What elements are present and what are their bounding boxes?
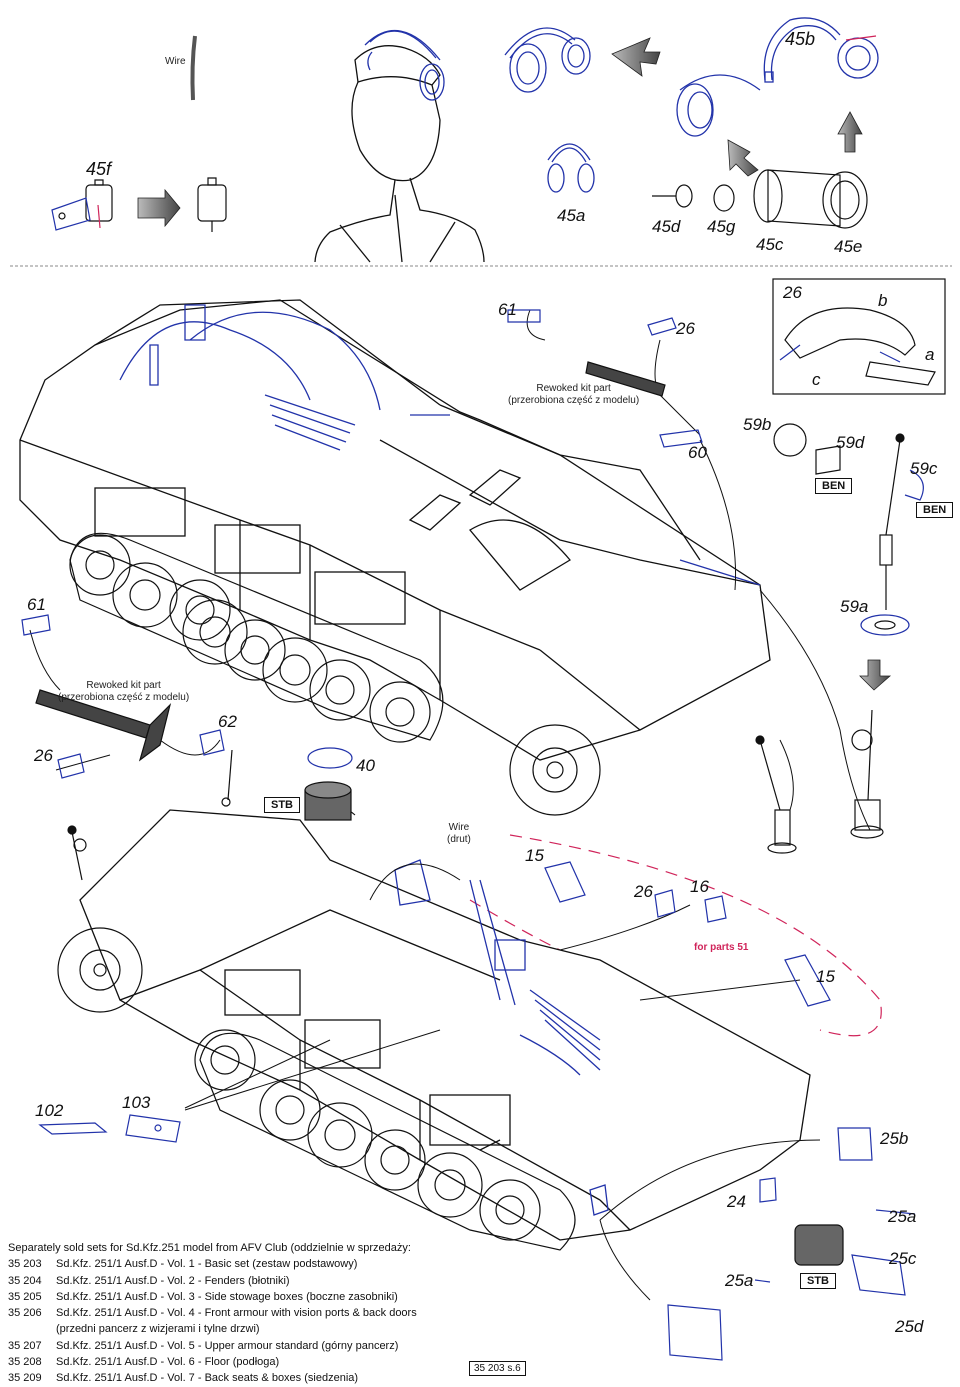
arrow-59a bbox=[859, 659, 892, 691]
parts-25 bbox=[667, 1127, 916, 1361]
stb-tag-1: STB bbox=[264, 797, 300, 813]
antenna-left bbox=[67, 749, 233, 881]
fender-inset bbox=[779, 307, 936, 386]
headphones-part bbox=[504, 27, 591, 93]
label-45b: 45b bbox=[785, 29, 816, 49]
label-25c: 25c bbox=[889, 1249, 917, 1268]
label-45a: 45a bbox=[557, 206, 586, 225]
label-26-lower: 26 bbox=[634, 882, 653, 901]
halftrack-lower bbox=[79, 809, 811, 1241]
sets-heading: Separately sold sets for Sd.Kfz.251 mode… bbox=[8, 1242, 411, 1254]
lower-interior-details bbox=[394, 859, 609, 1216]
page-reference: 35 203 s.6 bbox=[469, 1361, 526, 1376]
ben-tag-2: BEN bbox=[916, 502, 954, 518]
reworked-note-left: Rewoked kit part(przerobiona część z mod… bbox=[58, 680, 190, 703]
arrow-left-top bbox=[611, 37, 661, 77]
label-24: 24 bbox=[727, 1192, 746, 1211]
stb-tag-2: STB bbox=[800, 1273, 836, 1289]
crewman-figure bbox=[314, 45, 485, 263]
label-45c: 45c bbox=[756, 235, 784, 254]
part-45a bbox=[547, 143, 595, 193]
label-45g: 45g bbox=[707, 217, 736, 236]
callout-lines-lower bbox=[184, 863, 821, 1301]
label-59d: 59d bbox=[836, 433, 865, 452]
label-26-left: 26 bbox=[34, 746, 53, 765]
label-62: 62 bbox=[218, 712, 237, 731]
part-45f bbox=[51, 177, 227, 232]
arrow-45b bbox=[837, 111, 863, 153]
label-40: 40 bbox=[356, 756, 375, 775]
label-59c: 59c bbox=[910, 459, 938, 478]
wire-label: Wire bbox=[165, 56, 186, 67]
label-26-top: 26 bbox=[676, 319, 695, 338]
antenna-mount-lower bbox=[755, 709, 884, 854]
label-61-left: 61 bbox=[27, 595, 46, 614]
label-c: c bbox=[812, 370, 821, 389]
label-25a-right: 25a bbox=[888, 1207, 917, 1226]
label-26-inset: 26 bbox=[783, 283, 802, 302]
lower-road-wheels bbox=[57, 927, 576, 1251]
wire-drut-note: Wire(drut) bbox=[447, 822, 471, 845]
label-102: 102 bbox=[35, 1101, 64, 1120]
parts-45d-45e bbox=[652, 169, 868, 229]
callout-lines-upper bbox=[29, 309, 871, 831]
upper-interior-details bbox=[119, 304, 761, 586]
label-15-right: 15 bbox=[816, 967, 835, 986]
parts-59 bbox=[773, 423, 924, 636]
parts-51-ellipse bbox=[469, 834, 882, 1037]
label-b: b bbox=[878, 291, 888, 310]
label-16: 16 bbox=[690, 877, 709, 896]
part-60 bbox=[507, 309, 703, 448]
upper-road-wheels bbox=[69, 532, 601, 816]
arrow-45f bbox=[137, 188, 181, 228]
label-61-top: 61 bbox=[498, 300, 517, 319]
label-25d: 25d bbox=[895, 1317, 924, 1336]
arrow-45e bbox=[727, 139, 759, 177]
label-45f: 45f bbox=[86, 159, 112, 179]
label-59a: 59a bbox=[840, 597, 869, 616]
part-62-26 bbox=[21, 614, 225, 779]
part-40 bbox=[304, 747, 353, 821]
for-parts-note: for parts 51 bbox=[694, 942, 749, 953]
label-103: 103 bbox=[122, 1093, 151, 1112]
label-45d: 45d bbox=[652, 217, 681, 236]
label-45e: 45e bbox=[834, 237, 863, 256]
label-a: a bbox=[925, 345, 935, 364]
parts-102-103 bbox=[38, 1114, 181, 1143]
parts-15-16-26 bbox=[544, 861, 831, 1007]
ben-tag-1: BEN bbox=[815, 478, 853, 494]
label-59b: 59b bbox=[743, 415, 772, 434]
wire-sample bbox=[190, 35, 197, 101]
earcup-part bbox=[676, 74, 761, 137]
label-60: 60 bbox=[688, 443, 707, 462]
separately-sold-sets: Separately sold sets for Sd.Kfz.251 mode… bbox=[8, 1240, 448, 1386]
label-25a-left: 25a bbox=[725, 1271, 754, 1290]
inset-frame bbox=[772, 278, 946, 395]
label-15-top: 15 bbox=[525, 846, 544, 865]
part-45b bbox=[763, 17, 879, 83]
headphones-on-figure bbox=[364, 30, 445, 101]
label-25b: 25b bbox=[880, 1129, 909, 1148]
reworked-note-top: Rewoked kit part(przerobiona część z mod… bbox=[508, 383, 640, 406]
